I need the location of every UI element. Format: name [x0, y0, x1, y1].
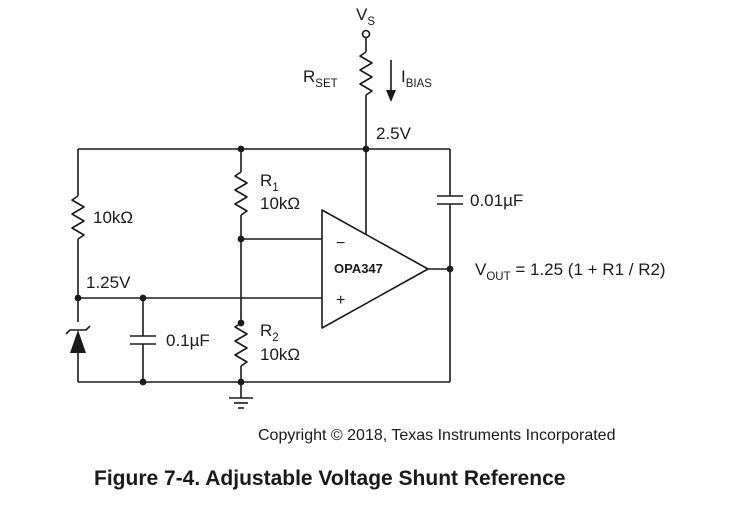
rset-resistor [359, 51, 373, 96]
label-r1: R1 [260, 171, 279, 194]
supply-terminal [361, 29, 371, 52]
junction-bottom-r2 [237, 378, 245, 386]
label-r1-value: 10kΩ [260, 194, 300, 213]
copyright-text: Copyright © 2018, Texas Instruments Inco… [258, 427, 615, 444]
label-r2: R2 [260, 321, 279, 344]
resistor-left [71, 195, 85, 240]
opamp-name: OPA347 [334, 261, 383, 276]
label-rset: RSET [303, 67, 338, 90]
junction-node-1v25-left [74, 294, 82, 302]
opamp-plus-label: + [336, 292, 345, 309]
ibias-arrow [386, 60, 396, 102]
label-resistor-left-value: 10kΩ [93, 208, 133, 227]
opamp-minus-label: − [336, 235, 345, 252]
label-cap-bypass: 0.1µF [166, 331, 210, 350]
zener-diode [65, 325, 91, 382]
r2-resistor [234, 322, 248, 367]
capacitor-bypass [130, 335, 156, 345]
label-r2-value: 10kΩ [260, 345, 300, 364]
label-vs: VS [356, 5, 375, 28]
capacitor-feedback [437, 195, 463, 205]
figure-caption: Figure 7-4. Adjustable Voltage Shunt Ref… [94, 467, 565, 490]
r1-resistor [234, 171, 248, 216]
supply-terminal-circle [361, 29, 371, 39]
opamp-triangle [321, 209, 429, 329]
label-vout: VOUT = 1.25 (1 + R1 / R2) [475, 260, 666, 283]
label-cap-feedback: 0.01µF [470, 191, 523, 210]
label-node-2v5: 2.5V [376, 124, 412, 143]
ground-icon [229, 397, 253, 409]
label-node-1v25: 1.25V [86, 273, 131, 292]
junction-bottom-cap [139, 378, 147, 386]
label-ibias: IBIAS [401, 67, 432, 90]
